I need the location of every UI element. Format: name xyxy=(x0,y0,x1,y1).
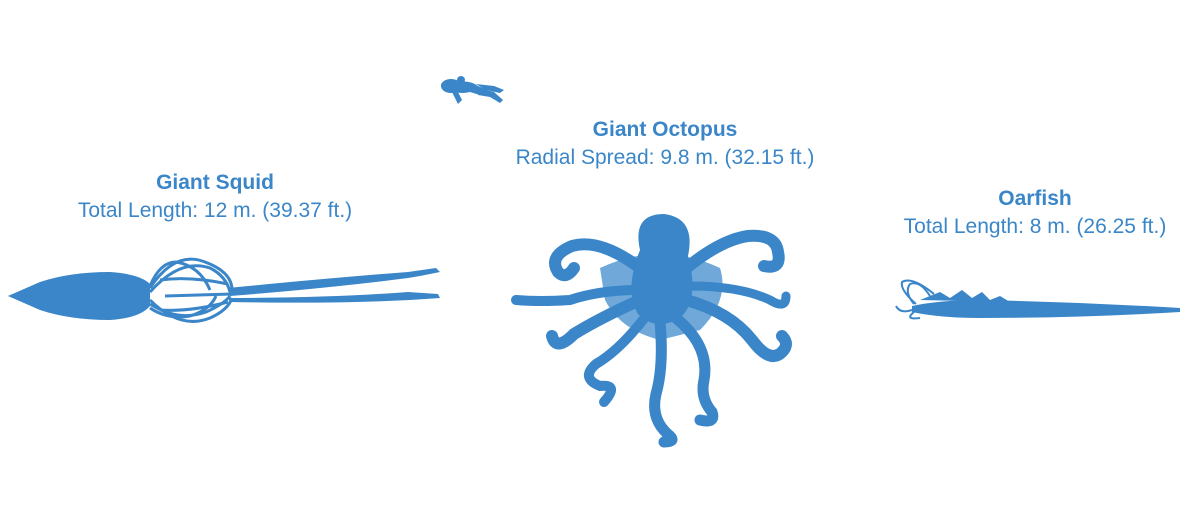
oarfish-length: Total Length: 8 m. (26.25 ft.) xyxy=(903,215,1167,238)
giant-squid-length: Total Length: 12 m. (39.37 ft.) xyxy=(77,199,353,222)
oarfish-silhouette xyxy=(895,279,1180,320)
oarfish-name: Oarfish xyxy=(998,187,1072,210)
giant-octopus-name: Giant Octopus xyxy=(592,118,738,141)
giant-squid-label: Giant Squid Total Length: 12 m. (39.37 f… xyxy=(30,169,400,225)
giant-octopus-silhouette xyxy=(511,214,792,448)
giant-squid-silhouette xyxy=(8,257,440,323)
giant-squid-name: Giant Squid xyxy=(156,171,274,194)
oarfish-label: Oarfish Total Length: 8 m. (26.25 ft.) xyxy=(870,185,1200,241)
giant-octopus-label: Giant Octopus Radial Spread: 9.8 m. (32.… xyxy=(470,116,860,172)
scuba-diver-silhouette xyxy=(441,76,504,104)
giant-octopus-spread: Radial Spread: 9.8 m. (32.15 ft.) xyxy=(515,146,815,169)
